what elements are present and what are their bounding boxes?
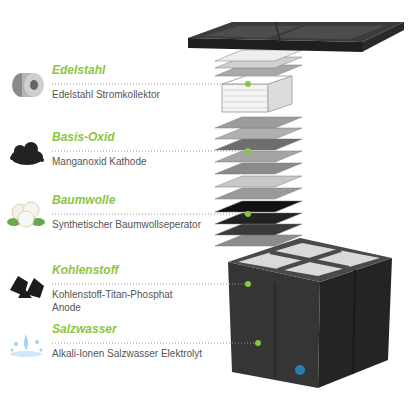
oxide-powder-icon xyxy=(10,142,44,165)
material-name: Edelstahl xyxy=(52,63,105,78)
leader-dots xyxy=(245,81,261,346)
component-description: Kohlenstoff-Titan-Phosphat Anode xyxy=(52,289,202,314)
component-description: Edelstahl Stromkollektor xyxy=(52,89,160,102)
battery-housing xyxy=(228,238,392,388)
water-icon xyxy=(10,334,43,357)
material-name: Kohlenstoff xyxy=(52,263,118,278)
material-name: Basis-Oxid xyxy=(52,130,115,145)
cell-stack xyxy=(215,50,302,246)
cotton-icon xyxy=(7,202,45,227)
component-description: Alkali-Ionen Salzwasser Elektrolyt xyxy=(52,348,202,361)
component-description: Manganoxid Kathode xyxy=(52,156,147,169)
component-description: Synthetischer Baumwollseperator xyxy=(52,219,201,232)
carbon-icon xyxy=(10,276,44,298)
battery-lid xyxy=(188,22,404,52)
material-name: Salzwasser xyxy=(52,322,117,337)
leader-lines xyxy=(52,84,256,343)
steel-roll-icon xyxy=(12,73,44,97)
material-name: Baumwolle xyxy=(52,193,115,208)
